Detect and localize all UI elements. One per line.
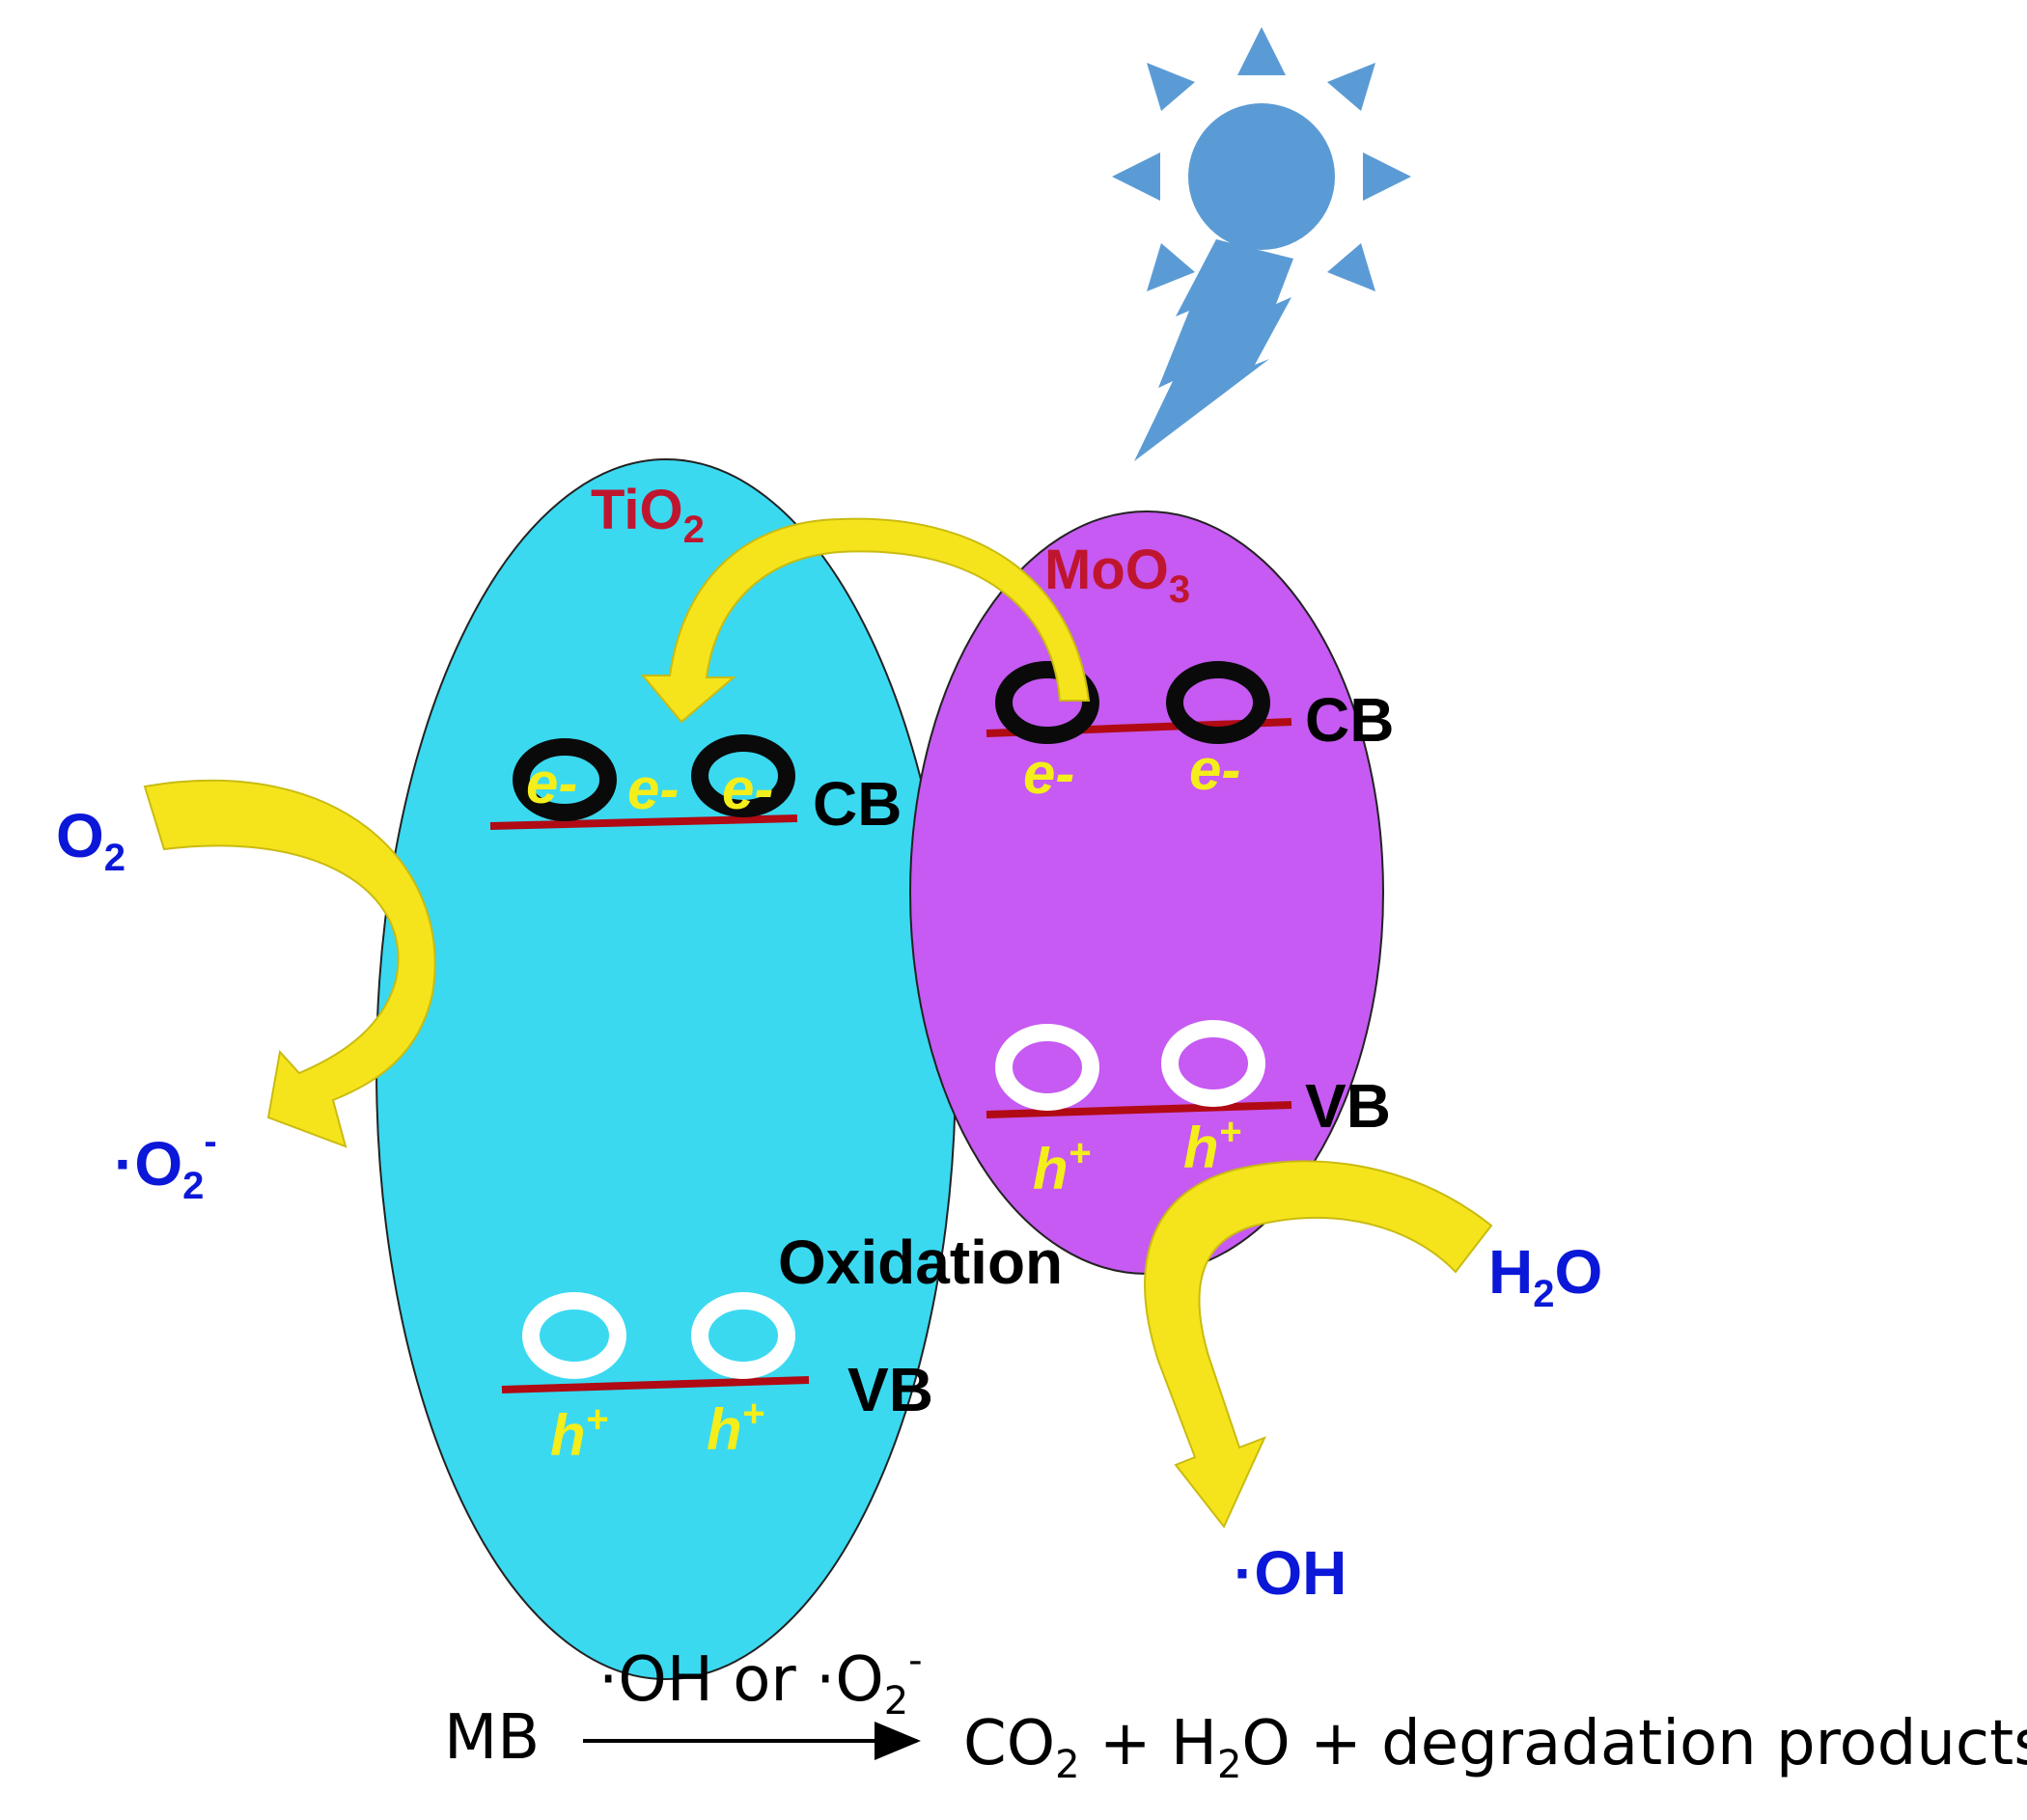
tio2-vb-line: [501, 1376, 810, 1393]
tio2-particle: [375, 458, 957, 1680]
electron-ring: [995, 661, 1099, 744]
equation-reactant: MB: [444, 1702, 540, 1774]
electron-label: e-: [1023, 741, 1074, 806]
hole-label: h+: [1033, 1132, 1091, 1201]
electron-ring: [513, 738, 617, 821]
tio2-vb-label: VB: [847, 1355, 933, 1424]
hole-label: h+: [707, 1393, 764, 1462]
tio2-cb-line: [489, 814, 798, 830]
equation-condition: ·OH or ·O2-: [598, 1639, 923, 1723]
electron-ring: [1166, 661, 1270, 744]
moo3-particle: [909, 510, 1384, 1275]
transfer-arrow-icon: [143, 779, 436, 1148]
equation-products: CO2 + H2O + degradation products: [963, 1708, 2027, 1787]
electron-label: e-: [627, 757, 679, 821]
tio2-cb-label: CB: [813, 769, 902, 839]
sun-icon: [1112, 27, 1411, 326]
o2-label: O2: [56, 801, 125, 879]
hole-label: h+: [550, 1398, 608, 1468]
moo3-label: MoO3: [1044, 538, 1190, 611]
electron-ring: [691, 734, 795, 817]
hole-ring: [691, 1292, 795, 1379]
moo3-vb-line: [986, 1101, 1292, 1118]
moo3-cb-label: CB: [1305, 685, 1394, 755]
hole-label: h+: [1183, 1111, 1241, 1180]
electron-label: e-: [722, 757, 773, 821]
hole-ring: [995, 1024, 1099, 1111]
moo3-vb-label: VB: [1305, 1071, 1391, 1141]
h2o-label: H2O: [1488, 1237, 1602, 1315]
hole-ring: [522, 1292, 626, 1379]
oxidation-label: Oxidation: [778, 1227, 1063, 1297]
hole-ring: [1161, 1020, 1265, 1107]
hydroxyl-radical-label: ·OH: [1234, 1538, 1347, 1608]
electron-label: e-: [526, 751, 577, 815]
light-bolt-icon: [1134, 239, 1293, 461]
superoxide-label: ·O2-: [114, 1120, 217, 1207]
electron-label: e-: [1189, 737, 1240, 802]
tio2-label: TiO2: [591, 479, 705, 551]
transfer-arrow-icon: [1144, 1160, 1493, 1529]
transfer-arrow-icon: [640, 517, 1091, 724]
